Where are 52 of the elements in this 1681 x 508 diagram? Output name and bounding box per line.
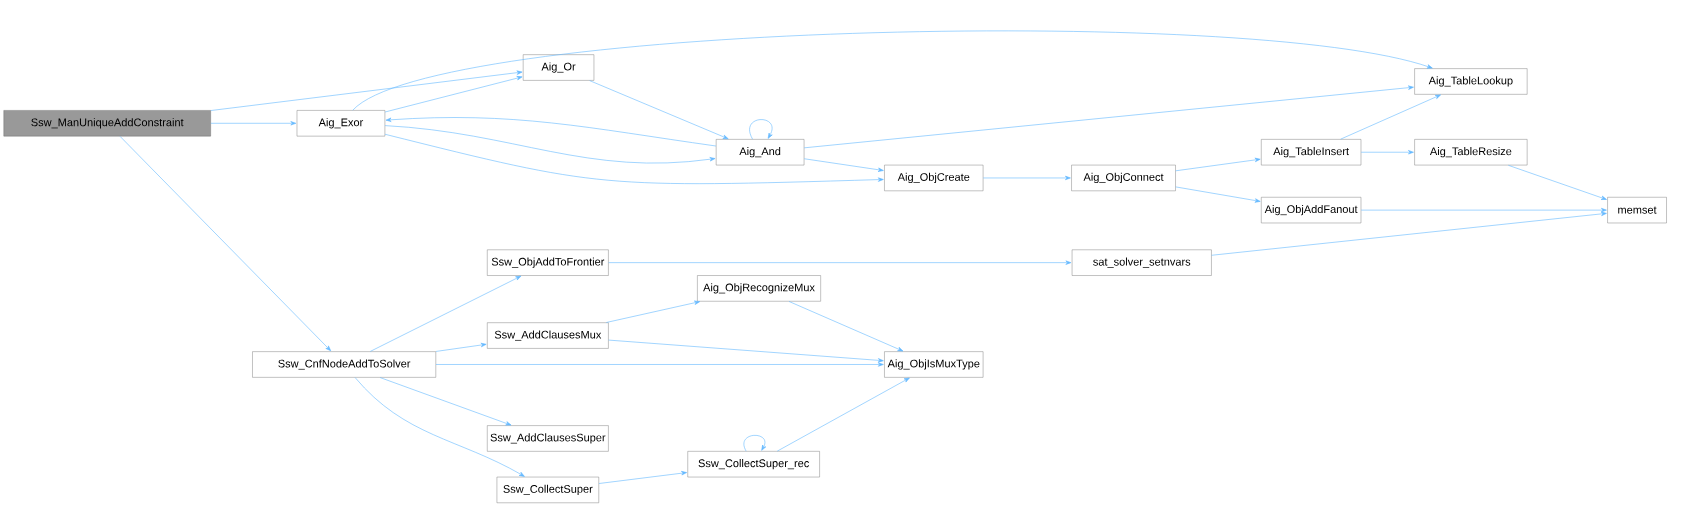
function-box: Aig_ObjIsMuxType	[884, 351, 984, 378]
function-box: Ssw_CollectSuper	[496, 476, 599, 503]
function-box: Aig_ObjAddFanout	[1261, 197, 1362, 224]
arrow	[1175, 157, 1261, 172]
function-box: Aig_ObjCreate	[884, 164, 984, 191]
arrow	[1508, 165, 1607, 200]
arrow	[1211, 211, 1607, 256]
function-box: Ssw_AddClausesSuper	[487, 425, 609, 452]
arrow	[379, 377, 512, 426]
arrow	[384, 76, 523, 113]
arrow	[803, 158, 884, 172]
arrow	[788, 301, 904, 352]
arrow	[384, 133, 884, 184]
function-box: Ssw_CollectSuper_rec	[687, 451, 820, 478]
arrow	[749, 119, 773, 140]
arrow	[119, 136, 332, 352]
arrow	[776, 377, 910, 452]
arrow	[435, 342, 487, 352]
arrow	[1175, 186, 1261, 203]
arrow	[369, 275, 522, 352]
arrow	[435, 362, 884, 367]
arrow	[606, 300, 700, 323]
arrow	[385, 117, 717, 147]
function-box: Aig_And	[715, 139, 805, 166]
arrow	[210, 70, 523, 111]
function-box: Aig_TableResize	[1414, 139, 1528, 166]
function-box: Ssw_AddClausesMux	[487, 322, 609, 349]
function-box: Ssw_CnfNodeAddToSolver	[252, 351, 436, 378]
function-box: sat_solver_setnvars	[1071, 249, 1212, 276]
arrow	[608, 260, 1072, 265]
arrow	[210, 121, 297, 126]
function-box: Aig_ObjRecognizeMux	[697, 275, 821, 302]
arrow	[608, 339, 884, 363]
arrow	[352, 30, 1433, 111]
arrow	[743, 435, 767, 452]
arrow	[983, 175, 1071, 181]
arrow	[598, 471, 687, 484]
function-box: Aig_ObjConnect	[1071, 164, 1176, 191]
function-box: Aig_Or	[523, 54, 595, 81]
arrow	[589, 80, 729, 140]
arrow	[1360, 208, 1607, 213]
arrow	[384, 125, 716, 164]
function-box: Ssw_ManUniqueAddConstraint	[3, 110, 211, 137]
arrow	[1340, 94, 1441, 140]
arrow	[354, 377, 525, 477]
function-box: memset	[1607, 197, 1667, 224]
function-box: Aig_TableInsert	[1261, 139, 1362, 166]
function-box: Aig_Exor	[296, 110, 386, 137]
arrow	[1360, 150, 1414, 155]
function-box: Ssw_ObjAddToFrontier	[487, 249, 609, 276]
arrow	[803, 85, 1414, 149]
function-box: Aig_TableLookup	[1414, 68, 1528, 95]
